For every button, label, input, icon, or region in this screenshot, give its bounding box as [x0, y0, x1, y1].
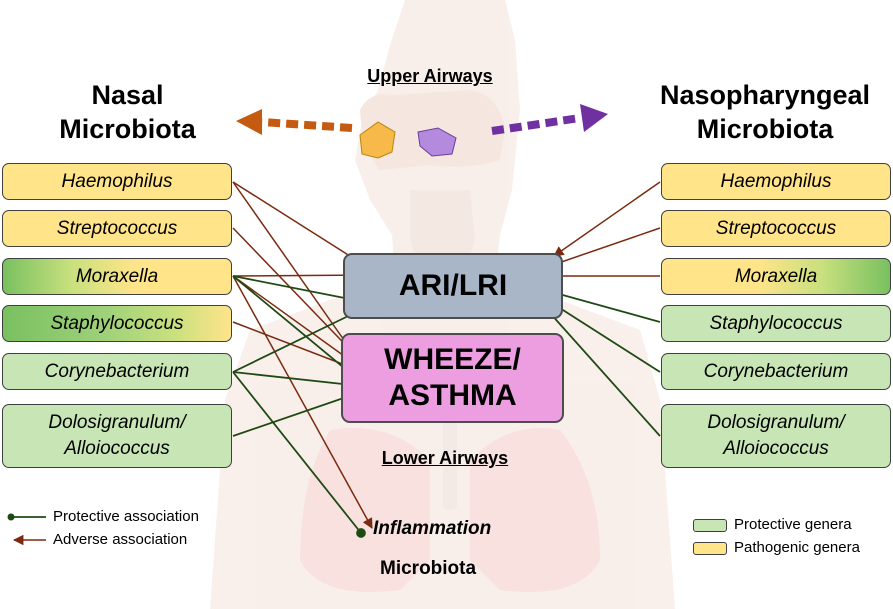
nasopharyngeal-genus-haemophilus: Haemophilus [661, 163, 891, 200]
legend-adverse-association: Adverse association [53, 531, 188, 548]
nasopharyngeal-genus-corynebacterium: Corynebacterium [661, 353, 891, 390]
nasopharyngeal-arrow-shaft [491, 114, 581, 135]
legend-protective-swatch [693, 519, 727, 532]
nasal-sinus-shape [359, 121, 396, 159]
nasopharyngeal-arrow-head [580, 104, 608, 132]
legend-protective-genera: Protective genera [734, 516, 852, 533]
nasal-genus-streptococcus: Streptococcus [2, 210, 232, 247]
upper-airways-label: Upper Airways [367, 66, 493, 86]
nasal-genus-moraxella: Moraxella [2, 258, 232, 295]
nasal-genus-dolosigranulum: Dolosigranulum/ Alloiococcus [2, 404, 232, 468]
nasopharynx-sinus-shape [417, 127, 457, 157]
legend-pathogenic-genera: Pathogenic genera [734, 539, 860, 556]
nasal-microbiota-title: Nasal Microbiota [59, 80, 196, 144]
nasal-genus-staphylococcus: Staphylococcus [2, 305, 232, 342]
inflammation-label: Inflammation [373, 518, 492, 539]
nasopharyngeal-genus-staphylococcus: Staphylococcus [661, 305, 891, 342]
nasal-arrow-shaft [261, 118, 353, 132]
microbiota-label: Microbiota [380, 558, 477, 579]
ari-lri-box: ARI/LRI [343, 253, 563, 319]
legend-protective-association: Protective association [53, 508, 199, 525]
nasal-genus-haemophilus: Haemophilus [2, 163, 232, 200]
nasopharyngeal-genus-moraxella: Moraxella [661, 258, 891, 295]
nasal-arrow-head [236, 109, 262, 135]
nasopharyngeal-microbiota-title: Nasopharyngeal Microbiota [659, 80, 871, 144]
wheeze-asthma-box: WHEEZE/ ASTHMA [341, 333, 564, 423]
nasopharyngeal-genus-streptococcus: Streptococcus [661, 210, 891, 247]
legend-pathogenic-swatch [693, 542, 727, 555]
legend-protective-dot [7, 513, 15, 521]
nasopharyngeal-genus-dolosigranulum: Dolosigranulum/ Alloiococcus [661, 404, 891, 468]
nasal-genus-corynebacterium: Corynebacterium [2, 353, 232, 390]
adverse-connections-right [542, 181, 661, 282]
lower-airways-label: Lower Airways [381, 448, 509, 468]
